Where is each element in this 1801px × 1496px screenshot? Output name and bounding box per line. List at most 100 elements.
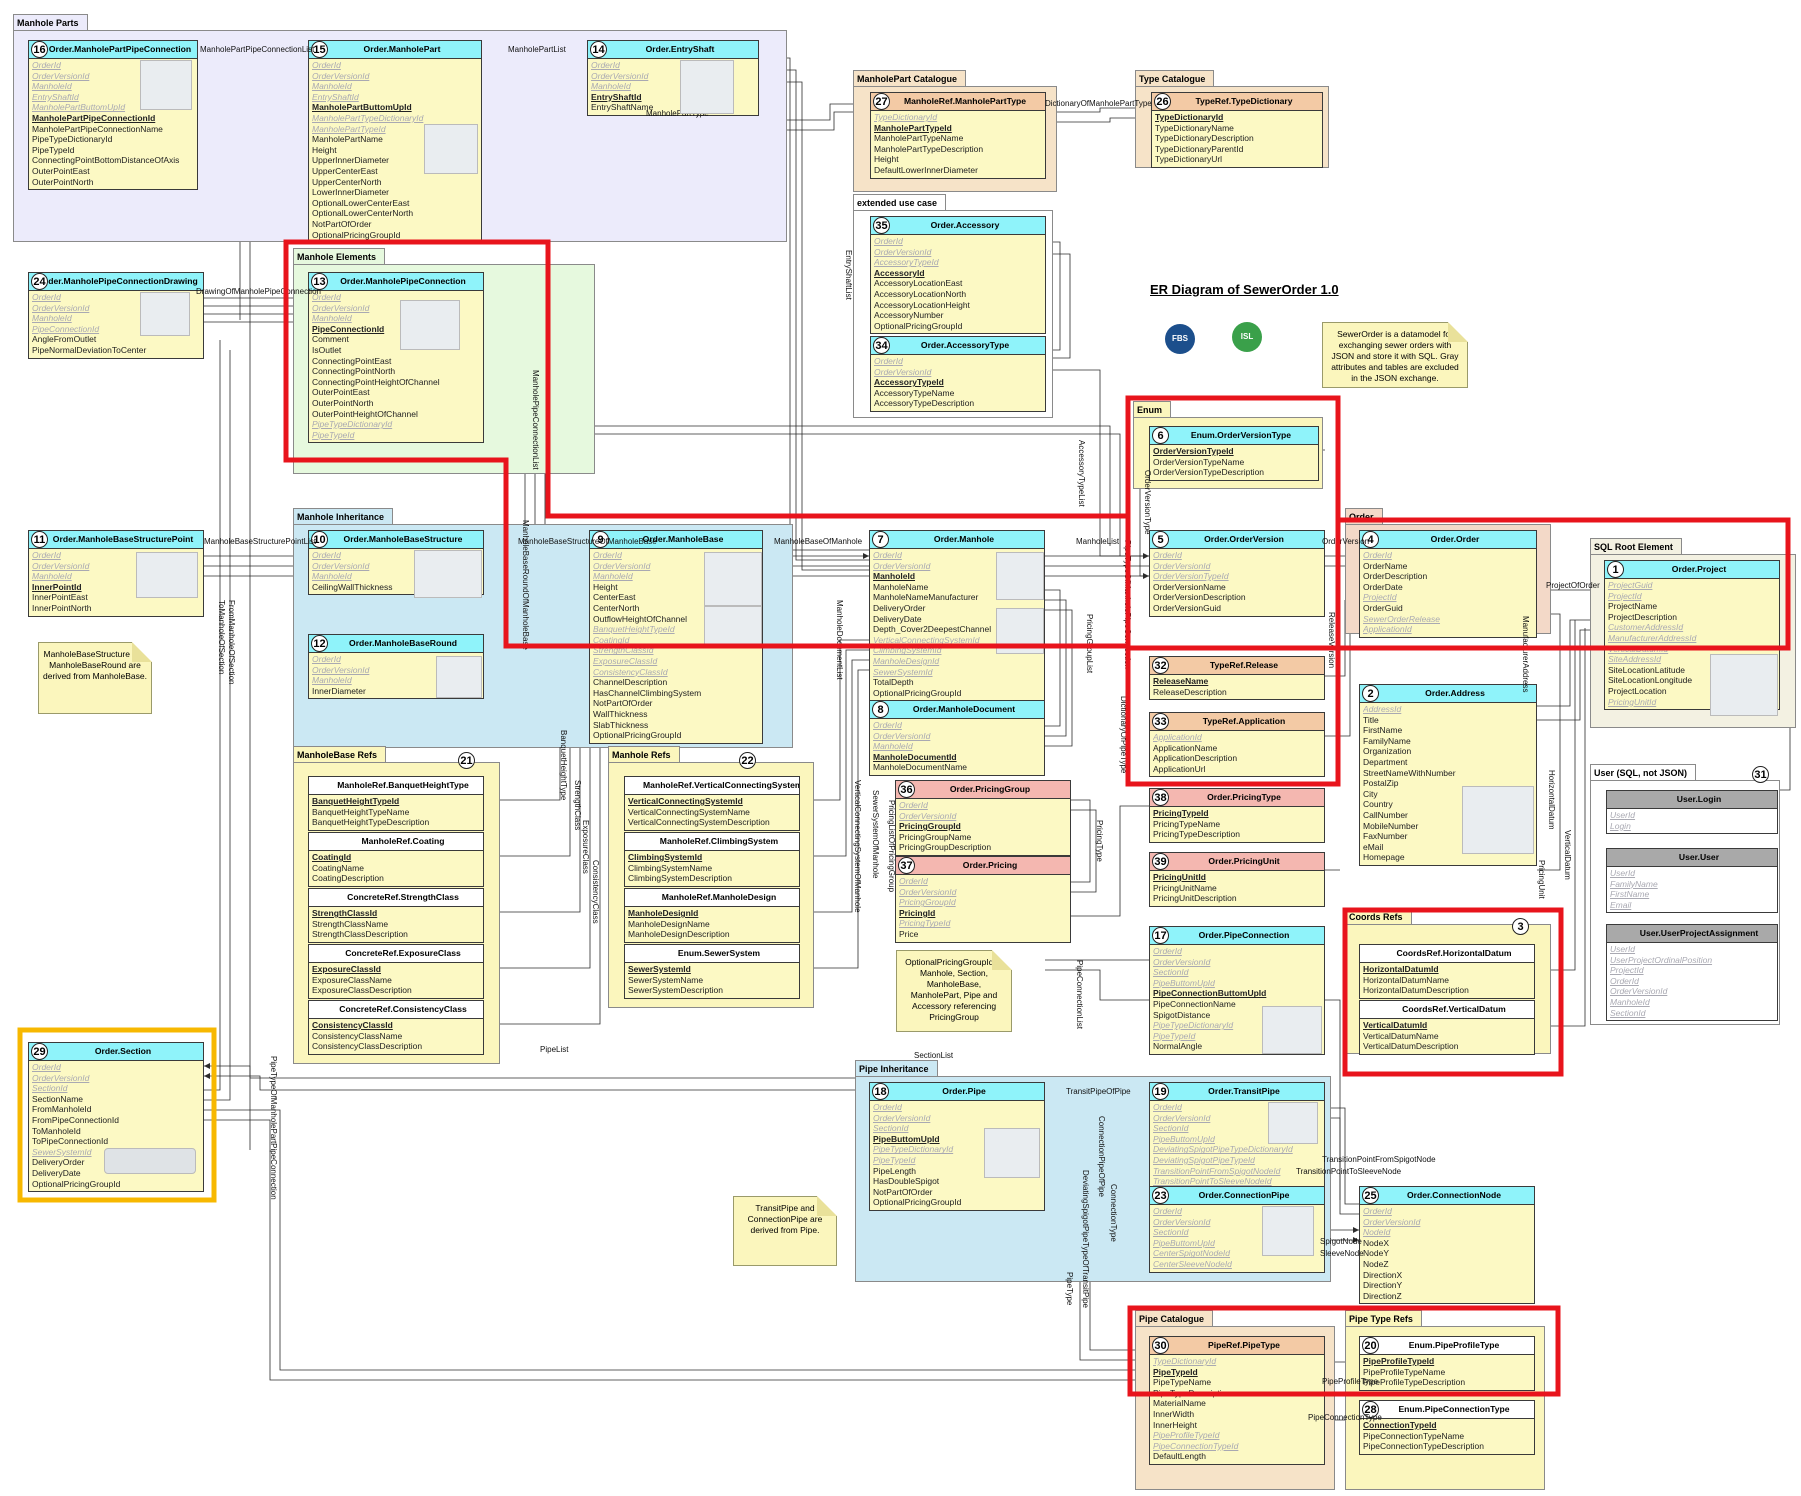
package-label: Manhole Inheritance — [293, 508, 394, 524]
attribute: PricingTypeId — [1153, 808, 1209, 818]
attribute: PricingTypeId — [899, 918, 951, 929]
entity-thumbnail-image — [1462, 786, 1534, 854]
entity-number-badge: 36 — [898, 781, 915, 798]
attribute: SewerSystemName — [628, 974, 704, 985]
attribute: TransitionPointToSleeveNodeId — [1153, 1176, 1272, 1187]
attribute: OptionalLowerCenterNorth — [312, 208, 414, 219]
attribute: ConnectingPointEast — [312, 355, 392, 366]
attribute: OrderId — [32, 60, 61, 70]
attribute: PricingGroupId — [899, 897, 956, 908]
attribute: OrderVersionId — [1153, 1112, 1211, 1123]
attribute: FamilyName — [1610, 878, 1658, 889]
entity-thumbnail-image — [1262, 1006, 1322, 1054]
attribute: PipeTypeName — [1153, 1377, 1212, 1388]
attribute: OptionalPricingGroupId — [873, 1197, 962, 1208]
attribute: BanquetHeightTypeId — [312, 796, 400, 806]
attribute: InnerDiameter — [312, 685, 366, 696]
entity-name: Order.OrderVersion — [1204, 534, 1284, 544]
attribute: ToManholeId — [32, 1125, 81, 1136]
attribute: ConsistencyClassId — [593, 666, 668, 677]
attribute: ManholePartName — [312, 134, 383, 145]
entity-thumbnail-image — [400, 300, 460, 350]
attribute: OrderVersionTypeId — [1153, 446, 1234, 456]
attribute: OuterPointHeightOfChannel — [312, 408, 418, 419]
attribute: PricingGroupId — [899, 821, 961, 832]
relationship-label-vertical: PricingType — [1095, 820, 1104, 862]
attribute: ConsistencyClassName — [312, 1030, 403, 1041]
entity-name: Order.Address — [1425, 688, 1485, 698]
package-label: Manhole Refs — [608, 746, 680, 762]
attribute: UpperCenterEast — [312, 165, 378, 176]
attribute: PipeButtomUpId — [1153, 1237, 1215, 1248]
attribute: OrderVersionTypeId — [1153, 571, 1229, 582]
attribute: NodeId — [1363, 1227, 1391, 1238]
attribute: VerticalDatumDescription — [1363, 1041, 1459, 1052]
attribute: ProjectId — [1610, 965, 1644, 976]
attribute: SiteLocationLongitude — [1608, 675, 1693, 686]
attribute: Country — [1363, 799, 1393, 810]
attribute: PricingUnitId — [1153, 872, 1206, 882]
entity-thumbnail-image — [984, 1128, 1040, 1178]
attribute: AccessoryTypeName — [874, 387, 955, 398]
attribute: DirectionX — [1363, 1269, 1403, 1280]
attribute: ExposureClassId — [312, 964, 381, 974]
attribute: OrderId — [1153, 550, 1182, 560]
attribute: EntryShaftId — [32, 91, 79, 102]
attribute: ApplicationId — [1363, 624, 1412, 635]
attribute: AccessoryLocationEast — [874, 278, 963, 289]
attribute: PipeConnectionTypeId — [1153, 1440, 1239, 1451]
attribute: UserId — [1610, 810, 1636, 820]
attribute: OrderGuid — [1363, 602, 1403, 613]
relationship-label-vertical: ExposureClass — [581, 820, 590, 874]
relationship-label-vertical: PricingUnit — [1537, 860, 1546, 899]
relationship-label-vertical: PipeTypeOfManholePipeConnection — [1123, 540, 1132, 669]
entity-number-badge: 38 — [1152, 789, 1169, 806]
relationship-label-vertical: OrderVersionType — [1143, 470, 1152, 535]
attribute: HorizontalDatumDescription — [1363, 985, 1469, 996]
